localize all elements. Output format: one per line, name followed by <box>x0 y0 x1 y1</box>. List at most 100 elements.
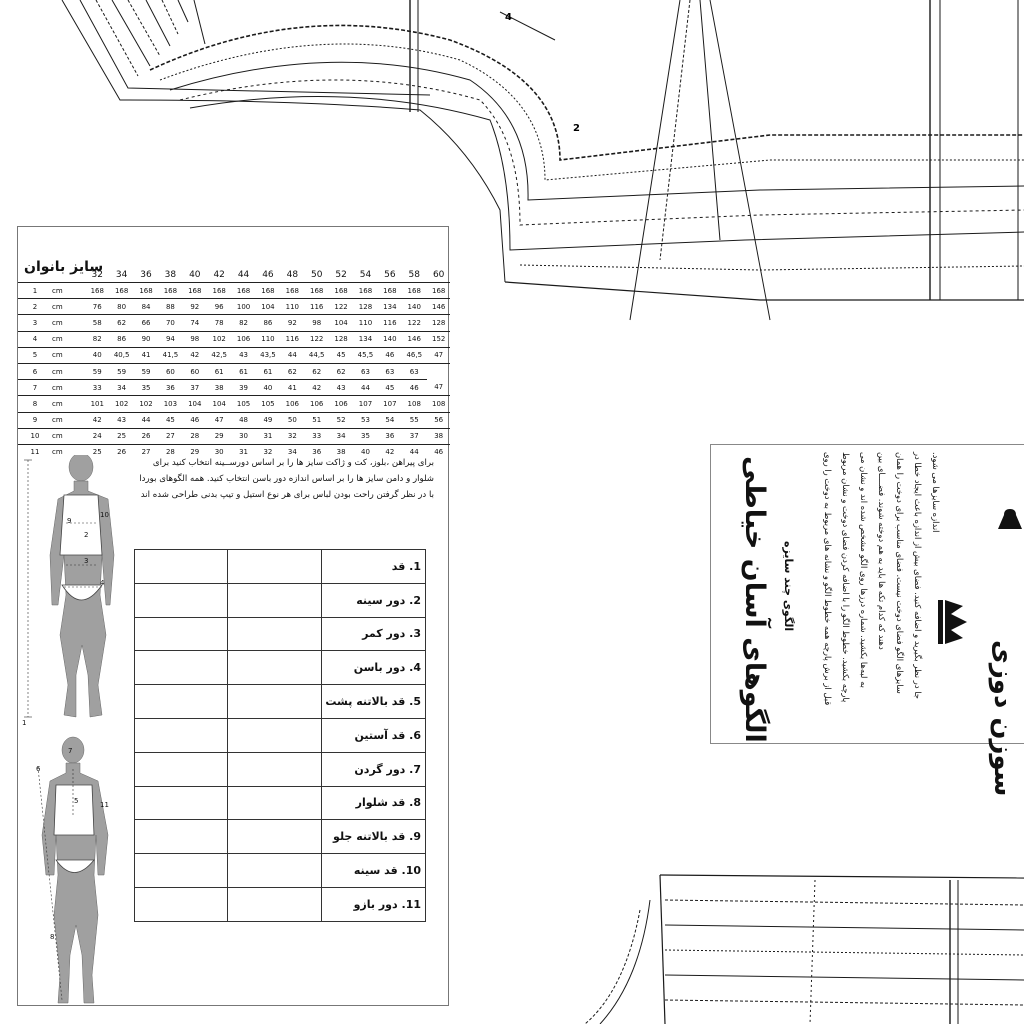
size-cell: 168 <box>281 282 304 300</box>
measurement-entry-cell[interactable] <box>133 684 229 719</box>
measurement-entry-cell[interactable] <box>133 886 229 922</box>
size-row-unit: cm <box>52 448 63 457</box>
measurement-entry-cell[interactable] <box>133 717 229 753</box>
size-cell: 24 <box>86 428 109 445</box>
measurement-entry-cell[interactable] <box>227 684 322 719</box>
size-cell: 36 <box>157 379 184 397</box>
size-cell: 116 <box>303 298 330 316</box>
size-cell: 36 <box>378 428 402 445</box>
size-cell: 30 <box>214 448 224 457</box>
size-cell: 32 <box>263 448 273 457</box>
size-cell: 60 <box>183 363 207 381</box>
body-measurement-figures: 1 9 10 2 3 4 7 6 5 11 8 <box>22 455 115 1004</box>
figure-label-1: 1 <box>22 719 26 727</box>
figure-label-6: 6 <box>36 765 41 773</box>
measurement-entry-cell[interactable] <box>227 785 322 821</box>
size-cell: 61 <box>206 363 233 381</box>
size-cell: 34 <box>108 379 135 397</box>
measurement-label: 5. قد بالاتنه پشت <box>320 684 427 719</box>
size-cell: 50 <box>281 412 304 429</box>
size-header-36: 36 <box>134 267 158 283</box>
measurement-entry-cell[interactable] <box>133 785 229 821</box>
size-cell: 86 <box>108 331 135 348</box>
measurement-entry-cell[interactable] <box>227 819 322 855</box>
size-cell: 44 <box>409 448 419 457</box>
size-cell: 168 <box>401 282 428 300</box>
measurement-entry-cell[interactable] <box>227 886 322 922</box>
size-cell: 122 <box>401 314 428 332</box>
measurement-entry-cell[interactable] <box>227 717 322 753</box>
measurement-row: 10. قد سینه <box>133 853 427 888</box>
size-row-unit: cm <box>52 347 86 364</box>
size-cell: 168 <box>352 282 379 300</box>
size-header-46: 46 <box>254 267 282 283</box>
measurement-entry-cell[interactable] <box>133 582 229 618</box>
measurement-row: 11. دور بازو <box>133 886 427 922</box>
size-cell: 42 <box>86 412 109 429</box>
brand-logo-text: سوزن دوزی <box>988 640 1018 797</box>
size-cell: 42 <box>183 347 207 364</box>
size-cell: 45 <box>329 347 353 364</box>
figure-label-3: 3 <box>84 557 88 565</box>
size-cell: 42 <box>303 379 330 397</box>
size-cell: 58 <box>86 314 109 332</box>
size-header-38: 38 <box>157 267 184 283</box>
size-instructions: برای پیراهن ،بلوز، کت و ژاکت سایز ها را … <box>139 458 434 500</box>
brand-title: الگوهای آسان خیاطی <box>739 456 770 743</box>
size-cell: 49 <box>254 412 282 429</box>
measurement-entry-cell[interactable] <box>227 751 322 787</box>
size-cell: 27 <box>157 428 184 445</box>
size-cell: 102 <box>206 331 233 348</box>
size-cell: 98 <box>303 314 330 332</box>
size-cell: 41 <box>134 347 158 364</box>
size-cell: 110 <box>352 314 379 332</box>
size-cell: 41 <box>281 379 304 397</box>
measurement-row: 1. قد <box>133 549 427 584</box>
size-cell: 66 <box>134 314 158 332</box>
measurement-entry-cell[interactable] <box>227 650 322 686</box>
size-cell: 70 <box>157 314 184 332</box>
measurement-entry-cell[interactable] <box>133 853 229 888</box>
size-cell: 43,5 <box>254 347 282 364</box>
measurement-entry-cell[interactable] <box>133 650 229 686</box>
size-cell: 62 <box>281 363 304 381</box>
size-cell: 74 <box>183 314 207 332</box>
measurement-entry-cell[interactable] <box>133 549 229 584</box>
size-cell: 27 <box>141 448 151 457</box>
measurement-entry-cell[interactable] <box>227 853 322 888</box>
size-header-58: 58 <box>401 267 428 283</box>
measurement-entry-cell[interactable] <box>133 751 229 787</box>
size-row-number: 3 <box>18 314 52 332</box>
size-cell: 38 <box>427 428 450 445</box>
size-row-number: 5 <box>18 347 52 364</box>
size-cell: 106 <box>232 331 255 348</box>
measurement-entry-cell[interactable] <box>227 616 322 652</box>
size-cell: 40 <box>361 448 370 457</box>
instruction-line: سایزهای الگو فضای دوخت نیست. فضای مناسب … <box>895 452 905 694</box>
size-cell: 40 <box>86 347 109 364</box>
size-cell: 43 <box>232 347 255 364</box>
size-cell: 45,5 <box>352 347 379 364</box>
measurement-entry-cell[interactable] <box>133 819 229 855</box>
size-cell: 63 <box>352 363 379 381</box>
size-cell: 47 <box>427 379 450 397</box>
figure-label-5: 5 <box>74 797 78 805</box>
measurement-label: 8. قد شلوار <box>320 785 427 821</box>
size-cell: 82 <box>232 314 255 332</box>
measurement-entry-cell[interactable] <box>133 616 229 652</box>
instruction-line: قبل از برش پارچه همه خطوط الگو و نشانه ه… <box>823 452 833 706</box>
measurement-label: 7. دور گردن <box>320 751 427 787</box>
size-cell: 168 <box>206 282 233 300</box>
size-cell: 46 <box>378 347 402 364</box>
measurement-entry-cell[interactable] <box>227 582 322 618</box>
size-header-60: 60 <box>427 267 450 283</box>
measurement-entry-cell[interactable] <box>227 549 322 584</box>
size-cell: 56 <box>427 412 450 429</box>
size-cell: 62 <box>329 363 353 381</box>
figure-label-11: 11 <box>100 801 109 809</box>
size-header-42: 42 <box>206 267 233 283</box>
